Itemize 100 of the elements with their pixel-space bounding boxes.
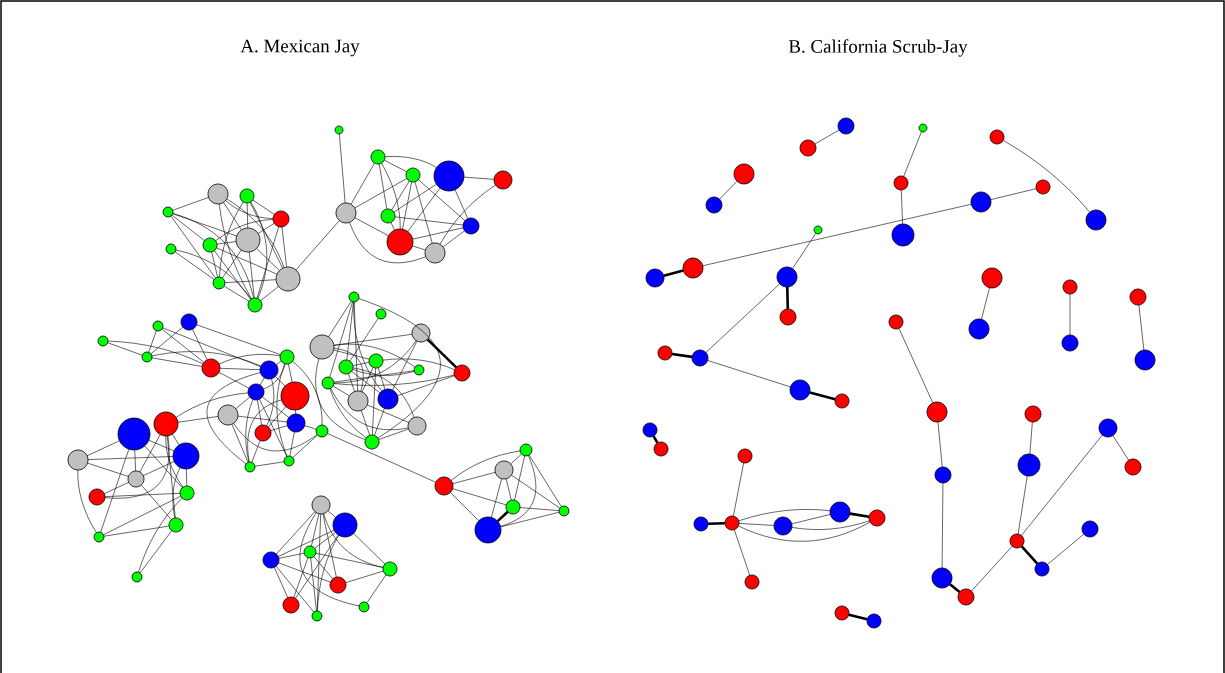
network-edge: [849, 512, 870, 518]
network-node: [131, 571, 143, 583]
network-edge: [278, 529, 335, 557]
network-node: [262, 551, 280, 569]
network-node: [338, 359, 354, 375]
network-edge: [254, 461, 285, 467]
network-edge: [738, 509, 831, 522]
network-edge: [329, 388, 367, 439]
network-edge: [901, 189, 903, 225]
network-node: [202, 237, 218, 253]
network-edge: [100, 448, 130, 533]
network-node: [1035, 179, 1051, 195]
network-node: [370, 149, 386, 165]
network-edge: [1069, 293, 1071, 336]
network-edge: [251, 440, 261, 463]
network-edge: [311, 513, 320, 547]
network-edge: [166, 435, 176, 519]
network-edge: [215, 219, 274, 242]
network-node: [127, 470, 145, 488]
network-edge: [903, 131, 922, 177]
network-edge: [171, 214, 205, 241]
network-edge: [352, 362, 370, 366]
network-edge: [225, 200, 274, 219]
network-node: [283, 455, 295, 467]
network-edge: [256, 248, 280, 271]
network-edge: [170, 215, 216, 279]
network-node: [779, 308, 797, 326]
network-edge: [172, 433, 180, 446]
network-edge: [663, 269, 684, 277]
network-node: [1081, 520, 1099, 538]
network-edge: [172, 467, 181, 519]
network-node: [1124, 458, 1142, 476]
network-edge: [898, 328, 934, 404]
network-edge: [333, 349, 370, 360]
network-edge: [500, 511, 560, 528]
network-node: [918, 123, 928, 133]
network-edge: [268, 406, 287, 428]
network-node: [558, 505, 570, 517]
network-node: [645, 268, 665, 288]
network-node: [329, 576, 347, 594]
network-edge: [148, 330, 157, 353]
network-node: [934, 466, 952, 484]
network-edge: [288, 363, 293, 383]
network-edge: [439, 184, 496, 245]
network-node: [201, 358, 221, 378]
network-node: [773, 516, 793, 536]
network-edge: [322, 513, 337, 578]
network-node: [657, 345, 673, 361]
network-edge: [224, 279, 277, 283]
network-edge: [1112, 435, 1129, 461]
network-node: [474, 516, 502, 544]
network-edge: [505, 478, 512, 501]
network-edge: [289, 431, 295, 457]
network-node: [335, 202, 357, 224]
network-edge: [138, 497, 183, 573]
network-edge: [454, 189, 469, 219]
network-node: [315, 424, 329, 438]
network-edge: [353, 533, 386, 565]
network-edge: [257, 223, 275, 234]
network-node: [168, 517, 184, 533]
network-edge: [814, 129, 840, 145]
network-edge: [231, 424, 249, 463]
network-edge: [333, 370, 415, 383]
network-node: [493, 170, 513, 190]
network-edge: [792, 233, 817, 269]
network-edge: [266, 378, 275, 427]
network-edge: [528, 454, 562, 507]
network-edge: [361, 367, 374, 393]
network-edge: [382, 358, 455, 370]
network-edge: [247, 399, 282, 463]
network-node: [334, 125, 344, 135]
network-edge: [161, 328, 205, 363]
network-edge: [250, 201, 268, 299]
network-node: [453, 364, 471, 382]
network-edge: [196, 324, 281, 355]
network-node: [212, 276, 226, 290]
network-edge: [104, 493, 181, 497]
network-edge: [275, 565, 315, 613]
network-edge: [256, 226, 279, 299]
network-node: [117, 417, 151, 451]
network-node: [348, 291, 360, 303]
network-node: [380, 208, 396, 224]
network-node: [691, 349, 709, 367]
network-edge: [339, 133, 346, 204]
network-edge: [315, 552, 384, 568]
network-edge: [223, 202, 242, 231]
network-node: [97, 335, 109, 347]
network-node: [153, 411, 179, 437]
network-edge: [144, 445, 183, 488]
network-edge: [707, 360, 791, 388]
network-edge: [367, 404, 409, 423]
network-node: [332, 512, 358, 538]
network-node: [347, 390, 369, 412]
network-edge: [1020, 545, 1039, 565]
network-edge: [260, 286, 279, 301]
network-edge: [77, 469, 97, 533]
network-edge: [293, 557, 309, 598]
network-edge: [276, 363, 288, 457]
network-edge: [333, 347, 364, 392]
network-edge: [278, 552, 305, 559]
